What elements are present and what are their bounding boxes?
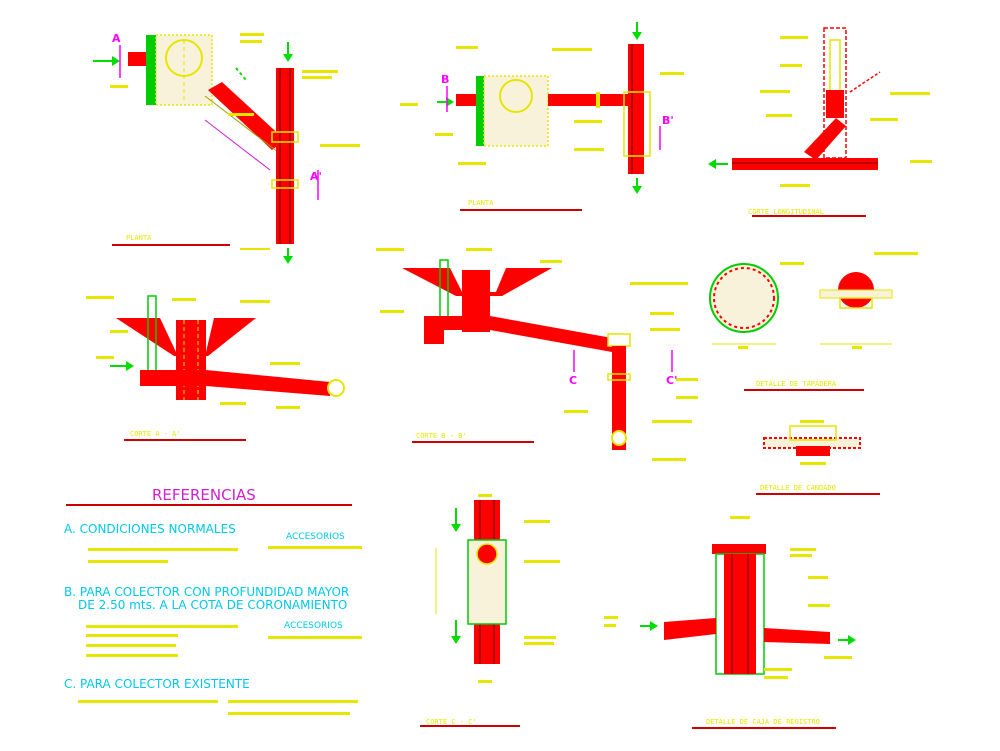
references-section-c-title: C. PARA COLECTOR EXISTENTE [64, 677, 250, 691]
section-mark-c: C [569, 374, 577, 387]
title-detalle-candado: DETALLE DE CANDADO [760, 484, 836, 492]
title-planta-1: PLANTA [126, 234, 152, 242]
section-mark-a-prime: A' [310, 170, 322, 183]
section-mark-b: B [441, 73, 449, 86]
title-detalle-tapadera: DETALLE DE TAPADERA [756, 380, 837, 388]
title-corte-cc: CORTE C - C' [426, 718, 477, 726]
references-block [66, 504, 362, 715]
references-section-a-title: A. CONDICIONES NORMALES [64, 522, 236, 536]
references-section-b-accessories: ACCESORIOS [284, 621, 343, 631]
section-mark-c-prime: C' [666, 374, 677, 387]
section-mark-a: A [112, 32, 121, 45]
detalle-caja-drawing [604, 516, 856, 729]
detalle-tapadera-drawing [709, 252, 918, 391]
section-mark-b-prime: B' [662, 114, 674, 127]
detalle-candado-drawing [756, 420, 880, 495]
references-heading: REFERENCIAS [152, 486, 256, 504]
corte-cc-drawing [420, 494, 560, 727]
title-corte-longitudinal: CORTE LONGITUDINAL [748, 208, 824, 216]
corte-longitudinal-drawing [708, 27, 932, 217]
title-corte-aa: CORTE A - A' [130, 430, 181, 438]
title-corte-bb: CORTE B - B' [416, 432, 467, 440]
corte-aa-drawing [86, 295, 345, 441]
title-planta-2: PLANTA [468, 199, 494, 207]
corte-bb-drawing [376, 248, 698, 461]
references-section-b-title-1: B. PARA COLECTOR CON PROFUNDIDAD MAYOR [64, 585, 349, 599]
title-detalle-caja: DETALLE DE CAJA DE REGISTRO [706, 718, 820, 726]
planta-2-drawing [400, 22, 684, 211]
references-section-b-title-2: DE 2.50 mts. A LA COTA DE CORONAMIENTO [78, 598, 347, 612]
planta-1-drawing [93, 33, 360, 264]
references-section-a-accessories: ACCESORIOS [286, 532, 345, 542]
